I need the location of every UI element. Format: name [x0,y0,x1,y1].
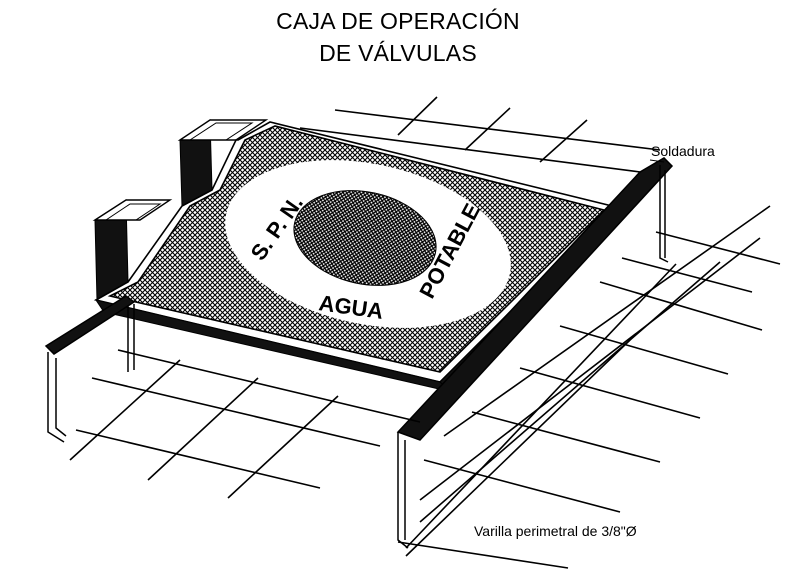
rebar-r-horizontal-1 [655,231,781,265]
rebar-fl-diagonal-2 [147,377,259,481]
rebar-fl-horizontal-1 [117,349,421,423]
cover-frame-left-step [92,119,269,301]
weld-callout-label: Soldadura [651,143,715,159]
diagram-title-line-2: DE VÁLVULAS [319,40,477,66]
rebar-fl-horizontal-3 [75,429,321,489]
rebar-back-diagonal-3 [539,119,588,163]
rebar-r-horizontal-2 [621,257,753,293]
rebar-r-horizontal-6 [471,411,661,463]
rebar-back-horizontal-2 [299,127,641,173]
rebar-r-diagonal-1 [443,205,771,437]
rebar-back-diagonal-2 [464,107,511,151]
cover-plate: S. P. N. POTABLE AGUA [107,125,606,373]
rebar-r-diagonal-2 [419,237,761,501]
rebar-back-diagonal-1 [397,96,438,136]
diagram-title-line-1: CAJA DE OPERACIÓN [276,8,520,34]
left-angle-flange [44,295,136,443]
rebar-grid-back [299,96,661,173]
rebar-perimeter-bottom [397,541,569,569]
rebar-r-diagonal-3 [419,261,721,523]
rebar-fl-diagonal-3 [227,395,339,499]
rebar-fl-diagonal-1 [69,359,181,461]
weld-callout-leader [649,159,665,163]
rebar-r-horizontal-5 [519,367,701,419]
rebar-r-horizontal-4 [559,325,729,375]
cover-center-disc [293,190,437,286]
rebar-fl-horizontal-2 [91,377,381,447]
rebar-grid-front-left [69,349,421,499]
rebar-r-horizontal-3 [599,281,763,331]
right-angle-flange [396,157,674,549]
rebar-r-diagonal-5 [405,339,631,557]
rebar-back-horizontal-1 [334,109,661,151]
perimeter-rod-callout-label: Varilla perimetral de 3/8"Ø [474,523,637,539]
rebar-r-horizontal-7 [423,459,621,513]
rebar-r-diagonal-4 [405,263,677,549]
rebar-grid-right [397,205,781,569]
